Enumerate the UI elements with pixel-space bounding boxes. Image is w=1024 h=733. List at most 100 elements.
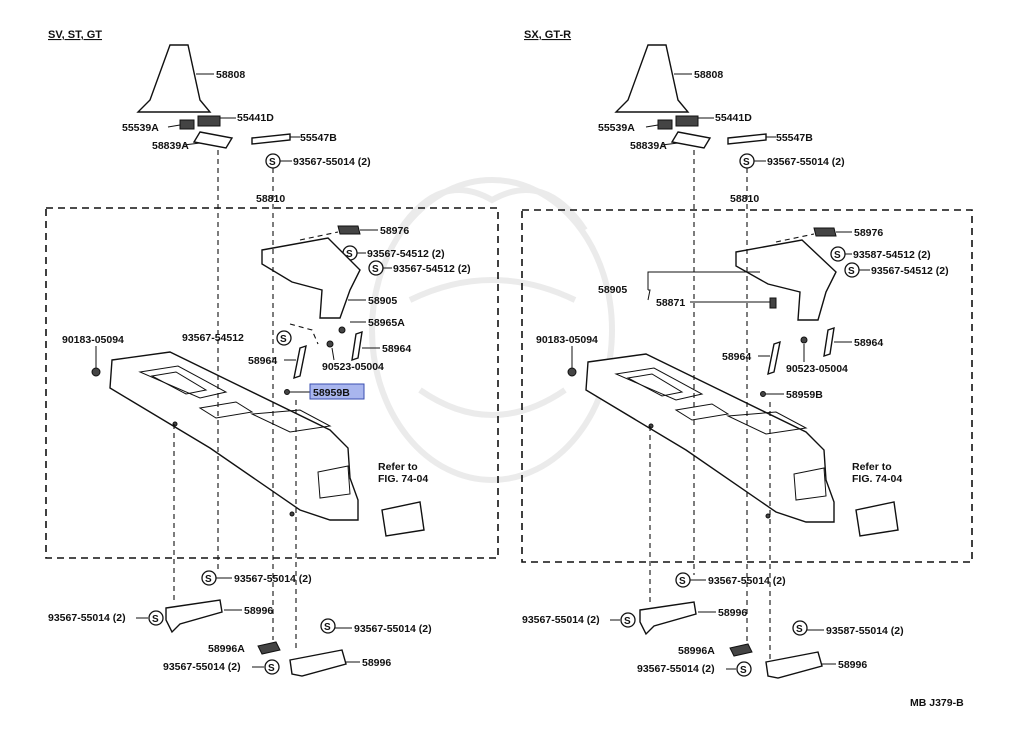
spring [338, 326, 346, 334]
rod-right [351, 330, 363, 362]
screw-icon: S [264, 659, 280, 675]
label-bracket-c: 58996 [362, 657, 391, 669]
label-screw-c: 93567-54512 [182, 332, 244, 344]
bolt [91, 367, 101, 377]
cushion [284, 389, 290, 395]
bracket-small [729, 643, 753, 657]
label-screw-d: 93567-55014 (2) [708, 575, 786, 587]
screw-icon: S [830, 246, 846, 262]
label-screw-f: 93587-55014 (2) [826, 625, 904, 637]
right-assembly-frame [521, 209, 973, 563]
screw-icon: S [368, 260, 384, 276]
rod-left [293, 344, 307, 380]
plate [670, 131, 712, 149]
label-screw-top: 93567-55014 (2) [293, 156, 371, 168]
label-screw-e: 93567-55014 (2) [522, 614, 600, 626]
bracket-small [257, 641, 281, 655]
cushion [760, 391, 766, 397]
ashtray [381, 501, 425, 537]
left-assembly-frame [45, 207, 499, 559]
label-hinge: 58976 [380, 225, 409, 237]
label-refer-fig: FIG. 74-04 [852, 473, 902, 485]
left-panel-header: SV, ST, GT [48, 29, 102, 41]
plate [192, 131, 234, 149]
label-screw-d: 93567-55014 (2) [234, 573, 312, 585]
svg-text:S: S [205, 574, 212, 585]
bracket-lower-left [639, 601, 697, 636]
shift-boot [136, 44, 212, 113]
retainer-a [179, 119, 195, 130]
bracket-strip [251, 133, 291, 145]
label-screw-g: 93567-55014 (2) [637, 663, 715, 675]
lock [769, 297, 777, 309]
bracket-lower-left [165, 599, 223, 634]
label-bracket-strip: 55547B [300, 132, 337, 144]
label-lid: 58905 [598, 284, 627, 296]
svg-text:S: S [280, 334, 287, 345]
bracket-lower-right [289, 649, 347, 677]
label-retainer-a: 55539A [598, 122, 635, 134]
label-screw-b: 93567-54512 (2) [871, 265, 949, 277]
label-spring: 58965A [368, 317, 405, 329]
label-bracket-small: 58996A [208, 643, 245, 655]
screw-icon: S [320, 618, 336, 634]
label-screw-b: 93567-54512 (2) [393, 263, 471, 275]
label-shift-boot: 58808 [216, 69, 245, 81]
right-panel: SX, GT-R 58808 55441D 55539A 55547B 5883… [521, 29, 973, 679]
screw-icon: S [201, 570, 217, 586]
left-panel: SV, ST, GT 58808 55441D 55539A 55547B 58… [45, 29, 499, 677]
svg-text:S: S [834, 250, 841, 261]
svg-text:S: S [740, 665, 747, 676]
label-clip: 90523-05004 [786, 363, 848, 375]
screw-icon: S [844, 262, 860, 278]
label-plate: 58839A [630, 140, 667, 152]
svg-text:S: S [346, 249, 353, 260]
svg-text:S: S [796, 624, 803, 635]
console-lid [735, 239, 837, 321]
svg-text:S: S [269, 157, 276, 168]
label-retainer-b: 55441D [715, 112, 752, 124]
footer-code: MB J379-B [910, 697, 964, 709]
label-retainer-a: 55539A [122, 122, 159, 134]
hinge [813, 227, 837, 237]
shift-boot [614, 44, 690, 113]
screw-icon: S [148, 610, 164, 626]
rod-right [823, 326, 835, 358]
svg-text:S: S [372, 264, 379, 275]
label-rod-left: 58964 [722, 351, 751, 363]
svg-text:S: S [324, 622, 331, 633]
label-clip: 90523-05004 [322, 361, 384, 373]
label-cushion: 58959B [313, 387, 350, 399]
label-bracket-a: 58996 [244, 605, 273, 617]
highlight-cushion[interactable] [309, 383, 365, 400]
label-box-number: 58810 [256, 193, 285, 205]
svg-text:S: S [624, 616, 631, 627]
label-lock: 58871 [656, 297, 685, 309]
watermark-emblem [369, 177, 615, 483]
rod-left [767, 340, 781, 376]
svg-text:S: S [679, 576, 686, 587]
label-screw-f: 93567-55014 (2) [354, 623, 432, 635]
svg-text:S: S [152, 614, 159, 625]
label-bolt: 90183-05094 [536, 334, 598, 346]
label-bracket-small: 58996A [678, 645, 715, 657]
right-panel-header: SX, GT-R [524, 29, 571, 41]
label-screw-g: 93567-55014 (2) [163, 661, 241, 673]
retainer-b [675, 115, 699, 127]
label-screw-top: 93567-55014 (2) [767, 156, 845, 168]
label-shift-boot: 58808 [694, 69, 723, 81]
console-lid [261, 237, 361, 319]
label-bracket-strip: 55547B [776, 132, 813, 144]
screw-icon: S [675, 572, 691, 588]
screw-icon: S [739, 153, 755, 169]
bracket-strip [727, 133, 767, 145]
label-bracket-c: 58996 [838, 659, 867, 671]
screw-icon: S [620, 612, 636, 628]
label-hinge: 58976 [854, 227, 883, 239]
label-retainer-b: 55441D [237, 112, 274, 124]
svg-text:S: S [268, 663, 275, 674]
console-body [109, 351, 359, 521]
label-screw-e: 93567-55014 (2) [48, 612, 126, 624]
label-plate: 58839A [152, 140, 189, 152]
